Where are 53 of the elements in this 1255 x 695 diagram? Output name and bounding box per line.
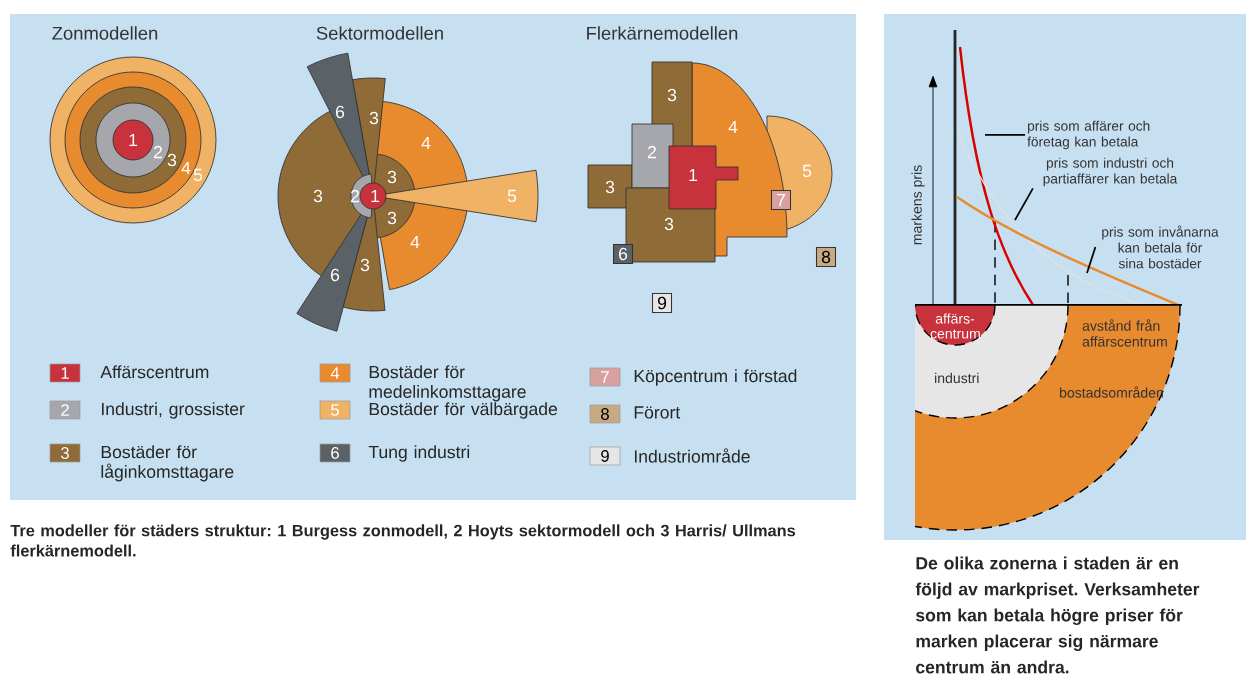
axis-label: markens pris xyxy=(911,165,925,245)
number-box: 8 xyxy=(816,246,837,267)
legend-text: Industri, grossister xyxy=(102,402,245,419)
zone-number: 3 xyxy=(664,217,674,231)
legend-text: Bostäder för medelinkomsttagare xyxy=(369,365,526,402)
legend-text: Bostäder för låginkomsttagare xyxy=(101,445,234,482)
number-box: 9 xyxy=(652,292,673,313)
zone-number: 4 xyxy=(728,120,738,134)
caption: Tre modeller för städers struktur: 1 Burgess zonmodell, 2 Hoyts sektormodell och 3 Harris/ Ullmans flerkärnemodell. xyxy=(10,524,796,557)
legend-text: Affärscentrum xyxy=(100,365,209,379)
region-label: affärs- centrum xyxy=(930,313,980,339)
zone-number: 1 xyxy=(371,189,380,203)
zone-number: 3 xyxy=(360,258,370,272)
number-box: 6 xyxy=(613,243,634,264)
legend-text: Bostäder för välbärgade xyxy=(369,402,557,419)
zone-number: 3 xyxy=(369,111,379,125)
region-label: industri xyxy=(935,372,979,384)
model-title: Sektormodellen xyxy=(316,26,443,40)
zone-number: 5 xyxy=(193,168,203,182)
region-label: avstånd från affärscentrum xyxy=(1082,319,1167,347)
callout-text: pris som affärer och företag kan betala xyxy=(1027,120,1150,150)
zone-number: 5 xyxy=(507,189,517,203)
legend-text: Industriområde xyxy=(635,448,750,463)
zone-number: 6 xyxy=(331,268,340,282)
zone-number: 5 xyxy=(802,164,812,178)
zone-number: 3 xyxy=(605,180,615,194)
zone-number: 4 xyxy=(421,136,431,150)
zone-number: 1 xyxy=(129,133,138,147)
leader-line xyxy=(1014,187,1034,221)
leader-line xyxy=(984,134,1026,136)
zone-number: 3 xyxy=(167,153,177,167)
zone-number: 3 xyxy=(313,189,323,203)
zone-number: 2 xyxy=(351,189,359,203)
callout-text: pris som invånarna kan betala för sina bostäder xyxy=(1102,225,1219,269)
zone-number: 1 xyxy=(689,168,698,182)
zone-number: 2 xyxy=(648,145,656,159)
callout-text: pris som industri och partiaffärer kan betala xyxy=(1043,157,1178,187)
legend-text: Köpcentrum i förstad xyxy=(634,369,797,386)
zone-number: 3 xyxy=(387,170,397,184)
number-box: 7 xyxy=(771,189,792,210)
caption: De olika zonerna i staden är en följd av markpriset. Verksamheter som kan betala högre priser för marken placerar sig närmare centrum än andra. xyxy=(915,556,1200,674)
model-title: Zonmodellen xyxy=(52,26,158,40)
legend-text: Förort xyxy=(634,406,681,419)
leader-line xyxy=(1086,246,1097,274)
zone-number: 3 xyxy=(667,88,677,102)
zone-number: 2 xyxy=(154,145,162,159)
legend-text: Tung industri xyxy=(368,445,470,462)
zone-number: 4 xyxy=(181,161,191,175)
zone-number: 4 xyxy=(410,235,420,249)
zone-number: 6 xyxy=(336,105,345,119)
zone-number: 3 xyxy=(387,211,397,225)
region-label: bostadsområden xyxy=(1060,386,1163,398)
model-title: Flerkärnemodellen xyxy=(587,26,738,40)
